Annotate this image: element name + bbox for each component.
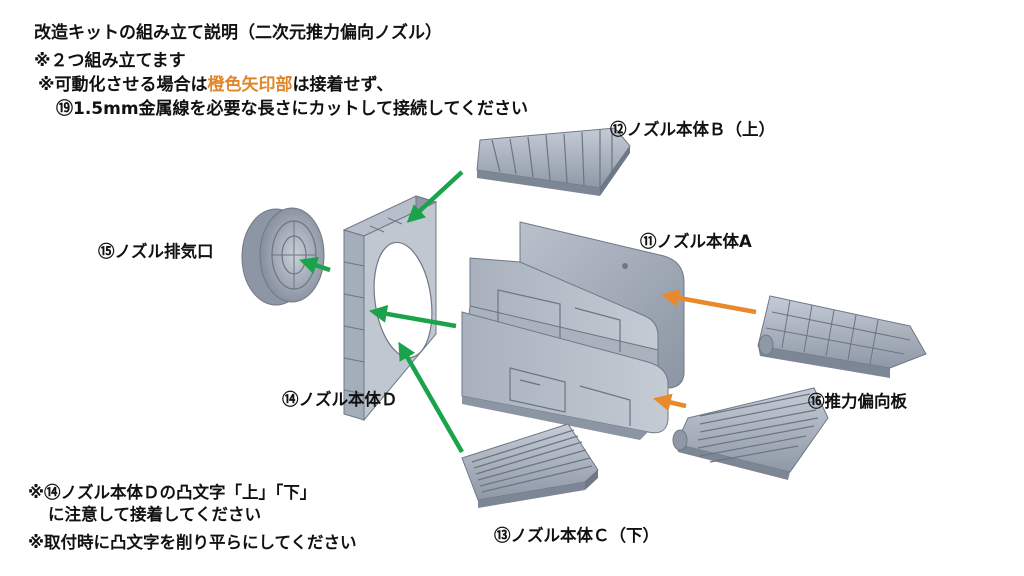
label-part-16: ⑯推力偏向板 xyxy=(808,392,907,411)
part-15-nozzle-exhaust xyxy=(241,207,325,306)
arrow-side-plates-to-frame xyxy=(368,304,457,329)
note-shave-letters: ※取付時に凸文字を削り平らにしてください xyxy=(28,533,357,552)
instruction-title: 改造キットの組み立て説明（二次元推力偏向ノズル） xyxy=(34,23,442,43)
instruction-line-movable-post: は接着せず、 xyxy=(292,75,394,95)
note-raised-letters: ※⑭ノズル本体Ｄの凸文字「上」「下」 xyxy=(28,483,317,502)
arrow-frame-to-exhaust xyxy=(299,256,331,274)
label-part-12: ⑫ノズル本体Ｂ（上） xyxy=(610,120,775,139)
part-16-thrust-plate-upper xyxy=(757,295,927,378)
label-part-13: ⑬ノズル本体Ｃ（下） xyxy=(494,526,659,545)
instruction-highlight-orange-arrows: 橙色矢印部 xyxy=(207,75,293,95)
arrow-upper-thrust-plate xyxy=(660,289,757,315)
instruction-line-assemble-two: ※２つ組み立てます xyxy=(34,51,186,71)
instruction-line-metal-wire: ⑲1.5mm金属線を必要な長さにカットして接続してください xyxy=(56,99,529,119)
label-part-14: ⑭ノズル本体Ｄ xyxy=(282,390,398,409)
instruction-line-movable: ※可動化させる場合は橙色矢印部は接着せず、 xyxy=(38,74,393,96)
part-16-thrust-plate-lower xyxy=(672,387,829,480)
note-raised-letters-continued: に注意して接着してください xyxy=(48,505,262,524)
instruction-line-movable-pre: ※可動化させる場合は xyxy=(38,75,208,95)
label-part-11: ⑪ノズル本体A xyxy=(640,232,752,251)
part-13-nozzle-body-c xyxy=(461,423,599,508)
part-12-nozzle-body-b xyxy=(476,127,631,196)
arrow-lower-thrust-plate xyxy=(652,393,687,412)
label-part-15: ⑮ノズル排気口 xyxy=(98,242,214,261)
green-assembly-arrows xyxy=(299,170,464,454)
orange-movable-arrows xyxy=(652,289,757,412)
part-14-nozzle-body-d-frame xyxy=(342,195,438,422)
arrow-part13-to-frame xyxy=(398,341,464,454)
part-14-side-plate-lower xyxy=(461,311,669,440)
arrow-part12-to-frame xyxy=(406,170,464,223)
